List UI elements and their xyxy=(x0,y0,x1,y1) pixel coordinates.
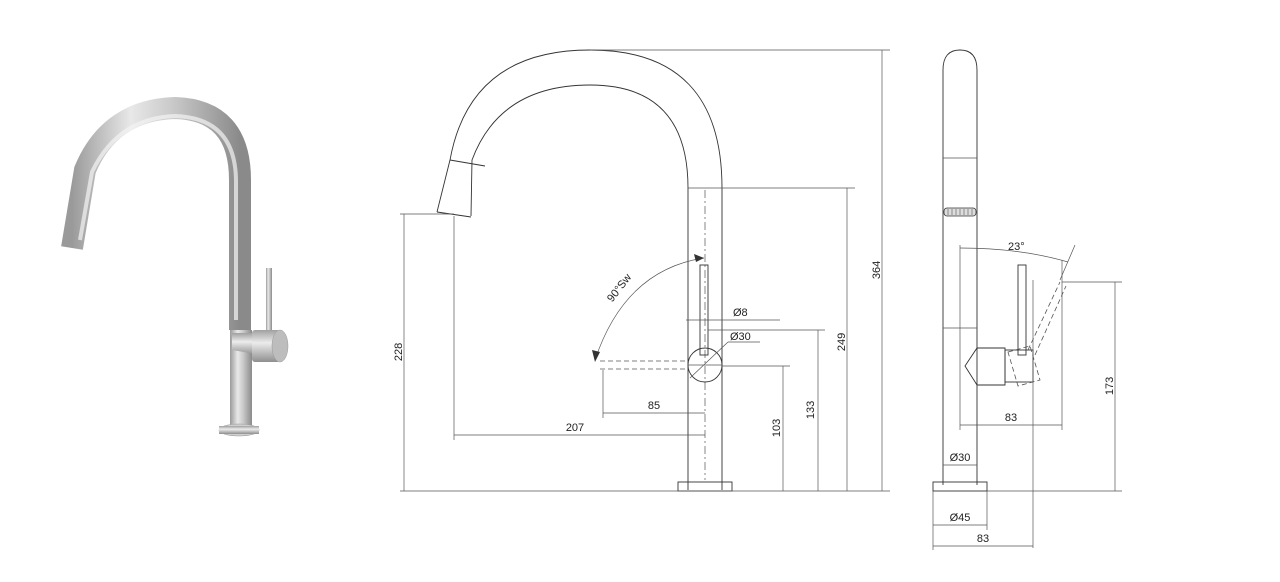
dim-side-173: 173 xyxy=(1104,377,1116,395)
dim-front-207: 207 xyxy=(566,422,584,434)
render-lever xyxy=(266,268,272,340)
dim-side-23deg: 23° xyxy=(1008,241,1025,253)
dim-front-dia8: Ø8 xyxy=(733,307,748,319)
dim-front-133: 133 xyxy=(805,401,817,419)
dim-side-dia30: Ø30 xyxy=(950,452,971,464)
side-dimensions: 23° 173 83 Ø30 Ø45 83 xyxy=(932,241,1122,550)
front-view xyxy=(436,49,733,492)
dim-front-249: 249 xyxy=(836,333,848,351)
faucet-render xyxy=(61,96,289,437)
dim-side-83-handle: 83 xyxy=(1005,412,1017,424)
side-view xyxy=(932,49,1067,548)
render-spout-highlight xyxy=(78,113,238,320)
dim-side-83-base: 83 xyxy=(977,533,989,545)
dim-front-rotation: 90°Sw xyxy=(605,272,634,305)
dim-side-dia45: Ø45 xyxy=(950,512,971,524)
render-spout-arc xyxy=(61,96,251,330)
render-base-ring xyxy=(219,426,259,434)
front-dimensions: 364 249 133 103 228 207 85 Ø8 Ø30 xyxy=(393,49,890,492)
dim-front-dia30: Ø30 xyxy=(730,331,751,343)
render-body xyxy=(230,330,252,430)
dim-front-85: 85 xyxy=(648,400,660,412)
dim-front-228: 228 xyxy=(393,343,405,361)
render-handle-cap xyxy=(271,329,289,363)
dim-front-364: 364 xyxy=(871,261,883,279)
dim-front-103: 103 xyxy=(771,419,783,437)
